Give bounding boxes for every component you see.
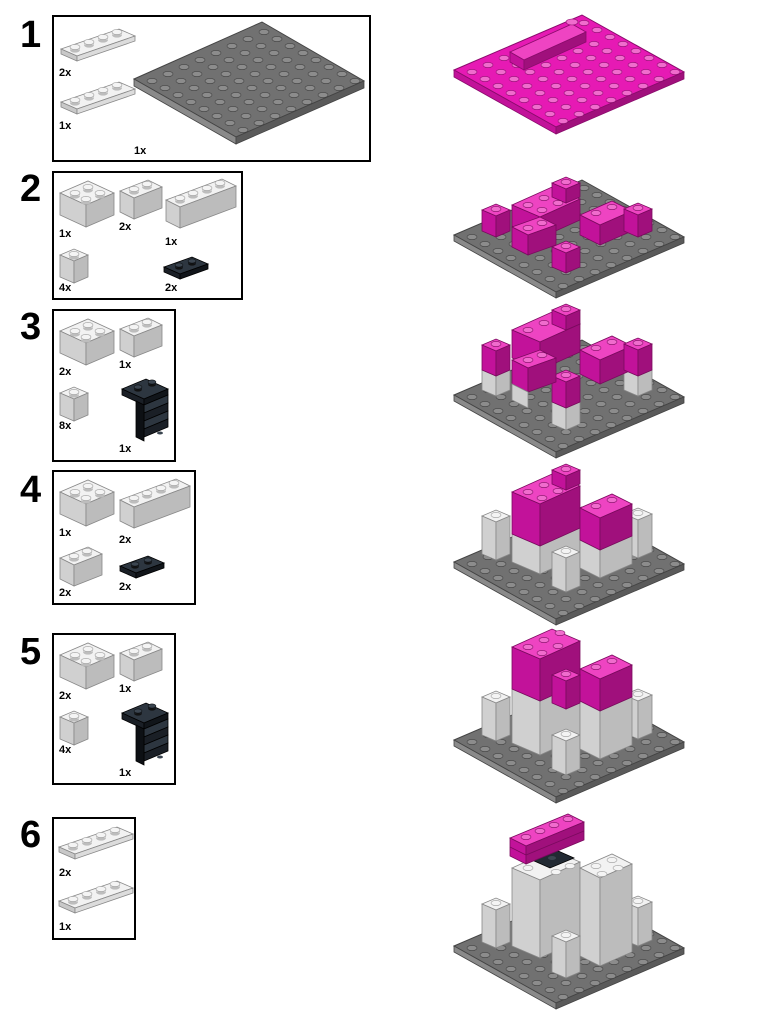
parts-list-box: 2x 1x 1x bbox=[52, 15, 371, 162]
part-quantity: 2x bbox=[59, 67, 72, 79]
parts-list-box: 2x 1x bbox=[52, 817, 136, 940]
white-brick-1x1-icon bbox=[58, 710, 90, 746]
part-quantity: 1x bbox=[59, 120, 72, 132]
black-stairs-icon bbox=[120, 378, 170, 442]
model-step-1 bbox=[452, 14, 686, 135]
part-quantity: 2x bbox=[119, 221, 132, 233]
parts-list-box: 1x 2x 1x 4x 2x bbox=[52, 171, 243, 300]
white-plate-1x4-icon bbox=[59, 81, 137, 115]
white-brick-1x1-icon bbox=[58, 386, 90, 422]
part-quantity: 1x bbox=[59, 527, 72, 539]
white-brick-1x4-icon bbox=[165, 178, 237, 229]
part-quantity: 1x bbox=[119, 443, 132, 455]
white-brick-2x2-icon bbox=[59, 318, 115, 366]
black-plate-1x2-icon bbox=[118, 555, 166, 579]
step-number: 6 bbox=[20, 814, 42, 856]
white-brick-1x2-icon bbox=[119, 317, 163, 358]
part-quantity: 2x bbox=[59, 366, 72, 378]
part-quantity: 1x bbox=[165, 236, 178, 248]
step-number: 5 bbox=[20, 631, 42, 673]
white-brick-2x2-icon bbox=[59, 180, 115, 228]
part-quantity: 4x bbox=[59, 744, 72, 756]
part-quantity: 2x bbox=[59, 867, 72, 879]
step-number: 2 bbox=[20, 168, 42, 210]
model-step-5 bbox=[452, 628, 686, 804]
parts-list-box: 2x 1x 8x 1x bbox=[52, 309, 176, 462]
model-step-4 bbox=[452, 463, 686, 626]
part-quantity: 2x bbox=[59, 690, 72, 702]
part-quantity: 1x bbox=[119, 359, 132, 371]
white-brick-1x1-icon bbox=[58, 248, 90, 284]
step-number: 1 bbox=[20, 14, 42, 56]
white-brick-1x2-icon bbox=[59, 546, 103, 587]
model-step-6 bbox=[452, 813, 686, 1010]
parts-list-box: 2x 1x 4x 1x bbox=[52, 633, 176, 785]
part-quantity: 2x bbox=[59, 587, 72, 599]
white-brick-1x2-icon bbox=[119, 641, 163, 682]
white-brick-1x2-icon bbox=[119, 179, 163, 220]
part-quantity: 1x bbox=[59, 228, 72, 240]
dark-gray-baseplate-8x8-icon bbox=[132, 21, 366, 145]
step-number: 4 bbox=[20, 469, 42, 511]
model-step-3 bbox=[452, 303, 686, 459]
part-quantity: 1x bbox=[59, 921, 72, 933]
white-plate-1x4-icon bbox=[59, 28, 137, 62]
model-step-2 bbox=[452, 176, 686, 299]
black-plate-1x2-icon bbox=[162, 256, 210, 280]
white-plate-1x4-icon bbox=[57, 826, 135, 860]
part-quantity: 4x bbox=[59, 282, 72, 294]
white-plate-1x4-icon bbox=[57, 880, 135, 914]
part-quantity: 8x bbox=[59, 420, 72, 432]
step-number: 3 bbox=[20, 306, 42, 348]
white-brick-2x2-icon bbox=[59, 479, 115, 527]
part-quantity: 2x bbox=[165, 282, 178, 294]
part-quantity: 1x bbox=[119, 683, 132, 695]
part-quantity: 2x bbox=[119, 534, 132, 546]
black-stairs-icon bbox=[120, 702, 170, 766]
white-brick-2x2-icon bbox=[59, 642, 115, 690]
part-quantity: 1x bbox=[119, 767, 132, 779]
parts-list-box: 1x 2x 2x 2x bbox=[52, 470, 196, 605]
white-brick-1x4-icon bbox=[119, 478, 191, 529]
part-quantity: 2x bbox=[119, 581, 132, 593]
part-quantity: 1x bbox=[134, 145, 147, 157]
